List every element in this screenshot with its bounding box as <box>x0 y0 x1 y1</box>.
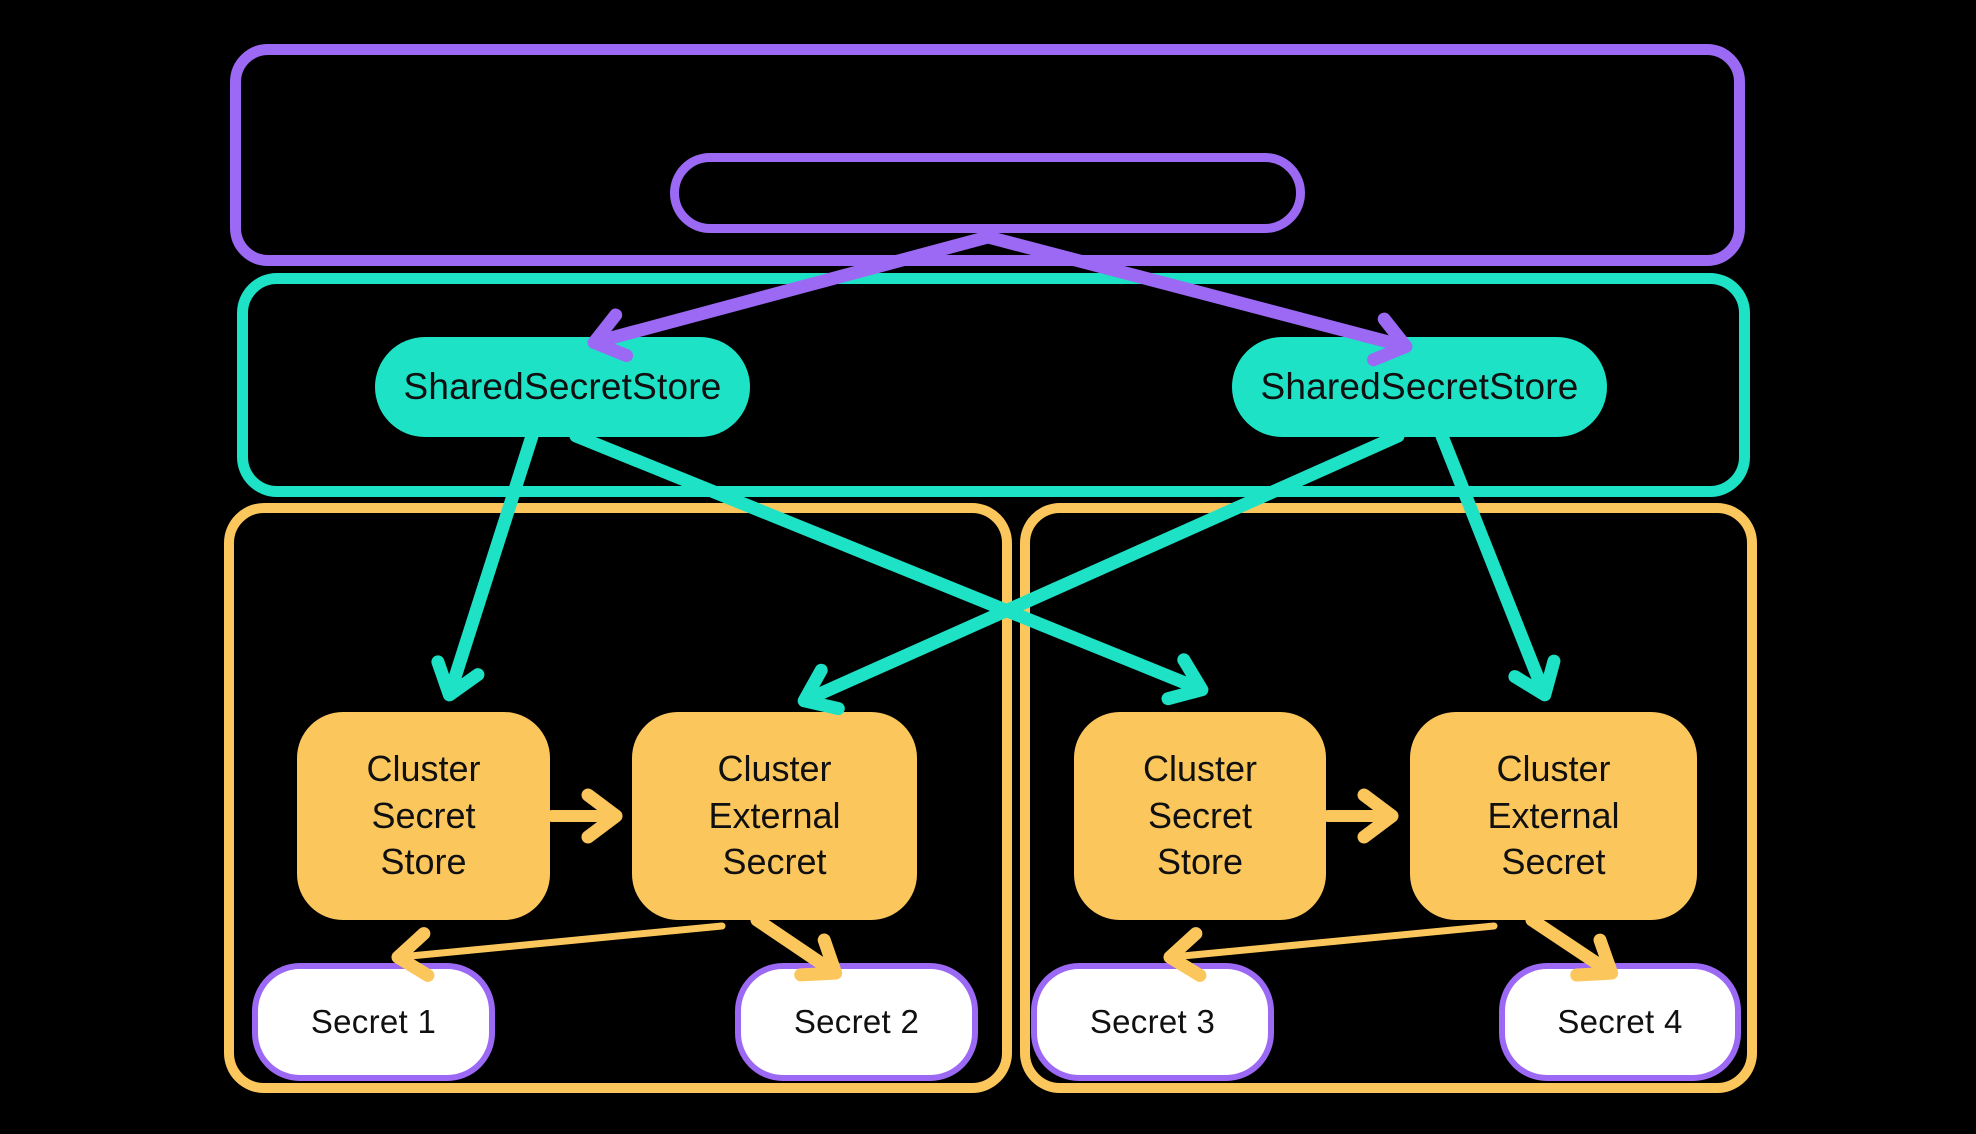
shared-secret-store-left: SharedSecretStore <box>375 337 750 437</box>
cluster-1-external-secret-node: Cluster External Secret <box>632 712 917 920</box>
shared-secret-store-right-label: SharedSecretStore <box>1260 366 1579 407</box>
shared-secret-store-left-label: SharedSecretStore <box>403 366 722 407</box>
cluster-1-secret-store-node: Cluster Secret Store <box>297 712 550 920</box>
cluster-2-external-secret-node: Cluster External Secret <box>1410 712 1697 920</box>
cluster-2-external-secret-label: Cluster External Secret <box>1487 747 1620 883</box>
secret-3-label: Secret 3 <box>1089 1003 1216 1040</box>
cluster-2-secret-store-node: Cluster Secret Store <box>1074 712 1326 920</box>
secret-4-pill: Secret 4 <box>1499 963 1741 1081</box>
secret-2-pill: Secret 2 <box>735 963 978 1081</box>
shared-secret-store-right: SharedSecretStore <box>1232 337 1607 437</box>
top-inner-pill <box>670 153 1305 233</box>
secret-1-pill: Secret 1 <box>252 963 495 1081</box>
secret-2-label: Secret 2 <box>793 1003 920 1040</box>
cluster-1-external-secret-label: Cluster External Secret <box>708 747 841 883</box>
secret-3-pill: Secret 3 <box>1031 963 1274 1081</box>
cluster-1-secret-store-label: Cluster Secret Store <box>366 747 481 883</box>
secret-4-label: Secret 4 <box>1557 1003 1683 1040</box>
secret-1-label: Secret 1 <box>310 1003 437 1040</box>
cluster-2-secret-store-label: Cluster Secret Store <box>1142 747 1258 883</box>
